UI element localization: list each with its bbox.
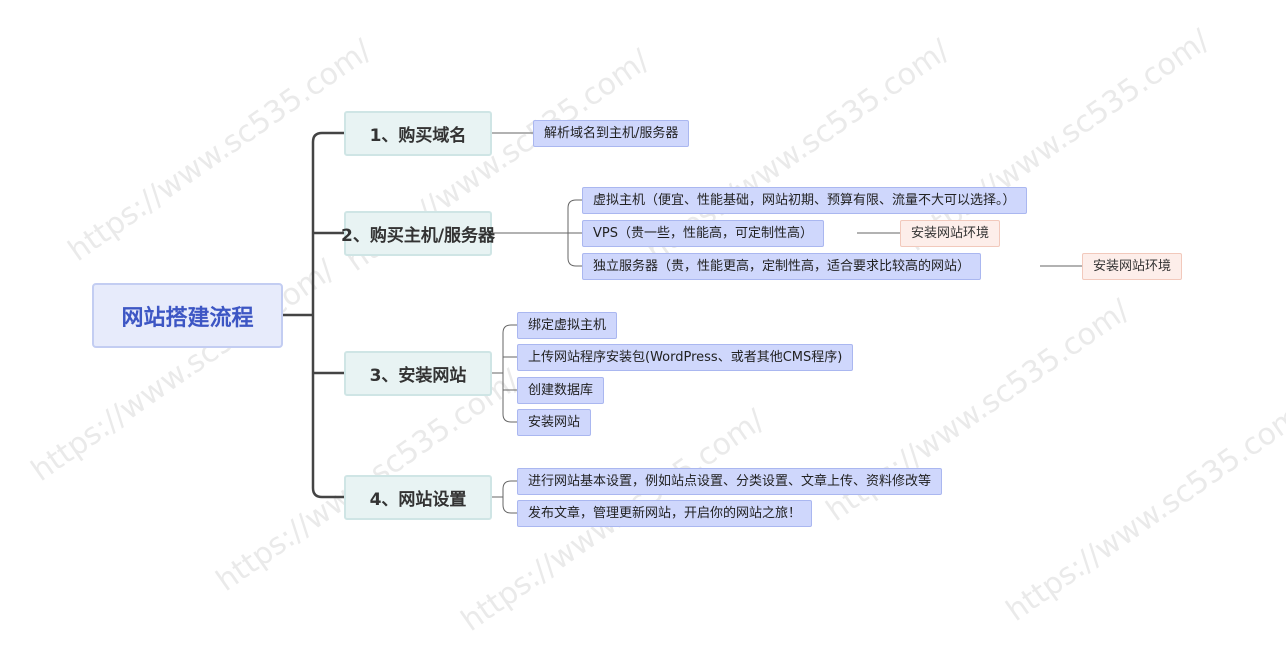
leaf-vps[interactable]: VPS（贵一些，性能高，可定制性高） (582, 220, 824, 247)
root-topic[interactable]: 网站搭建流程 (92, 283, 283, 348)
branch-buy-domain[interactable]: 1、购买域名 (344, 111, 492, 156)
leaf-bind-host[interactable]: 绑定虚拟主机 (517, 312, 618, 339)
leaf-upload-package[interactable]: 上传网站程序安装包(WordPress、或者其他CMS程序) (517, 344, 854, 371)
leaf-install-site[interactable]: 安装网站 (517, 409, 592, 436)
leaf-virtual-host[interactable]: 虚拟主机（便宜、性能基础，网站初期、预算有限、流量不大可以选择。） (582, 187, 1027, 214)
leaf-create-database[interactable]: 创建数据库 (517, 377, 605, 404)
leaf-resolve-domain[interactable]: 解析域名到主机/服务器 (533, 120, 690, 147)
branch-site-settings[interactable]: 4、网站设置 (344, 475, 492, 520)
note-install-env-dedicated[interactable]: 安装网站环境 (1082, 253, 1183, 280)
branch-install-site[interactable]: 3、安装网站 (344, 351, 492, 396)
branch-buy-host[interactable]: 2、购买主机/服务器 (341, 211, 495, 256)
note-install-env-vps[interactable]: 安装网站环境 (900, 220, 1001, 247)
leaf-publish-articles[interactable]: 发布文章，管理更新网站，开启你的网站之旅！ (517, 500, 813, 527)
leaf-basic-settings[interactable]: 进行网站基本设置，例如站点设置、分类设置、文章上传、资料修改等 (517, 468, 943, 495)
leaf-dedicated-server[interactable]: 独立服务器（贵，性能更高，定制性高，适合要求比较高的网站） (582, 253, 982, 280)
